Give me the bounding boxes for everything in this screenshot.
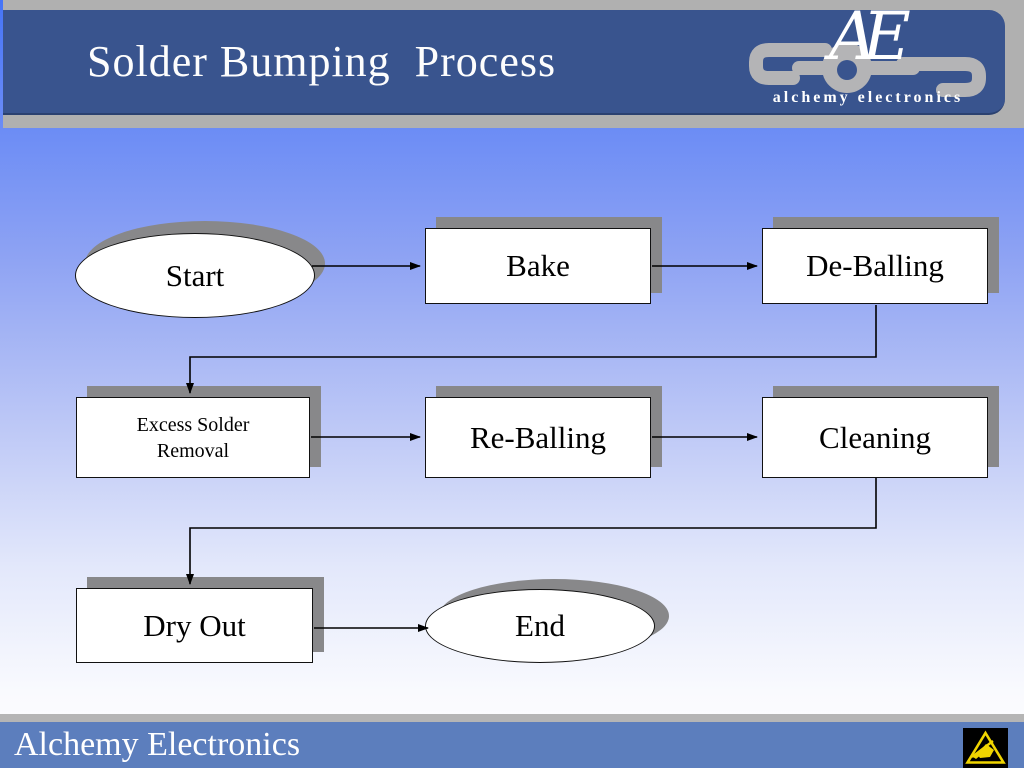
flow-node-label: Start	[165, 257, 225, 293]
logo-caption: alchemy electronics	[772, 89, 964, 106]
flow-node-bake: Bake	[425, 228, 651, 304]
footer-gray-strip	[0, 714, 1024, 722]
footer-bar: Alchemy Electronics	[0, 722, 1024, 768]
flow-node-label: Excess Solder Removal	[136, 413, 250, 462]
flow-node-end: End	[425, 589, 655, 663]
logo-monogram: AE	[829, 0, 911, 75]
arrow-cleaning-to-dryout	[186, 478, 877, 585]
alchemy-electronics-logo: AE alchemy electronics	[741, 4, 1003, 113]
flow-node-label: End	[515, 608, 565, 643]
flow-node-label: Bake	[506, 248, 570, 283]
flow-node-label: Cleaning	[819, 419, 931, 455]
arrow-deballing-to-excess	[186, 305, 877, 394]
logo-chip-icon	[749, 43, 986, 97]
flow-node-dry-out: Dry Out	[76, 588, 313, 663]
flow-node-label: De-Balling	[806, 248, 944, 283]
slide-title: Solder Bumping Process	[87, 37, 557, 86]
flow-node-start: Start	[75, 233, 315, 318]
flow-node-label: Dry Out	[143, 607, 246, 643]
title-bar: Solder Bumping Process AE alchemy electr…	[3, 4, 1005, 115]
flow-node-cleaning: Cleaning	[762, 397, 988, 478]
flow-node-excess-solder-removal: Excess Solder Removal	[76, 397, 310, 478]
flow-node-re-balling: Re-Balling	[425, 397, 651, 478]
footer-company-name: Alchemy Electronics	[14, 726, 301, 763]
esd-warning-icon	[963, 728, 1008, 768]
flow-node-label: Re-Balling	[469, 419, 607, 455]
flow-node-de-balling: De-Balling	[762, 228, 988, 304]
header-gray-band: Solder Bumping Process AE alchemy electr…	[3, 0, 1024, 128]
